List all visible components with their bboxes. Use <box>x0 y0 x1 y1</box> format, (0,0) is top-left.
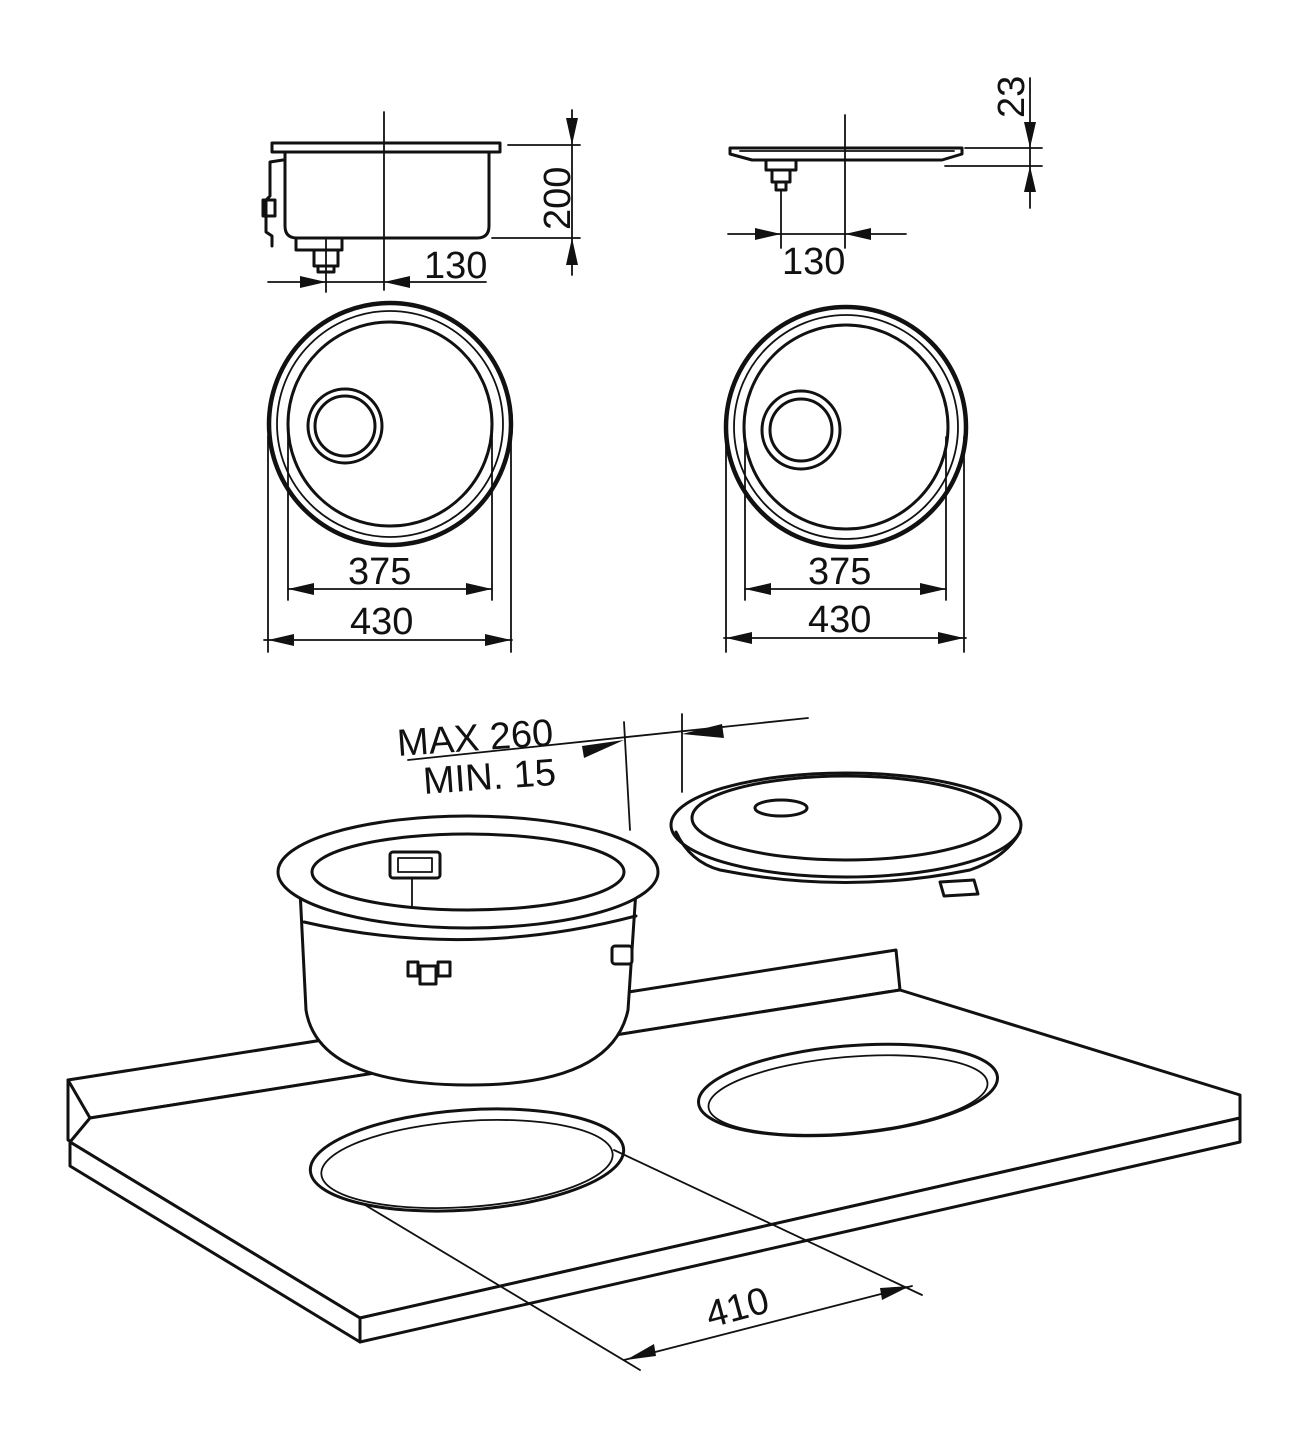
drain-offset-label-left: 130 <box>424 245 487 287</box>
drain-offset-label-right: 130 <box>782 241 845 283</box>
cutout-diameter-label: 410 <box>701 1280 773 1337</box>
inner-diameter-label-left: 375 <box>348 551 411 593</box>
basin-side-view-deep <box>261 109 581 293</box>
basin-plan-view-left <box>263 300 514 653</box>
edge-distance-dimension <box>407 717 809 761</box>
outer-diameter-label-right: 430 <box>808 599 871 641</box>
inner-diameter-label-right: 375 <box>808 551 871 593</box>
drainer-tray-perspective <box>669 713 1023 898</box>
worktop-assembly <box>66 948 1242 1344</box>
basin-depth-label: 200 <box>537 167 579 230</box>
basin-perspective <box>276 721 660 1087</box>
drainer-side-view-shallow <box>727 77 1043 249</box>
outer-diameter-label-left: 430 <box>350 601 413 643</box>
flange-height-label: 23 <box>991 76 1033 118</box>
cutout-diameter-dimension <box>364 1149 923 1371</box>
drainer-plan-view-right <box>723 304 969 653</box>
edge-distance-min-label: MIN. 15 <box>422 752 558 803</box>
